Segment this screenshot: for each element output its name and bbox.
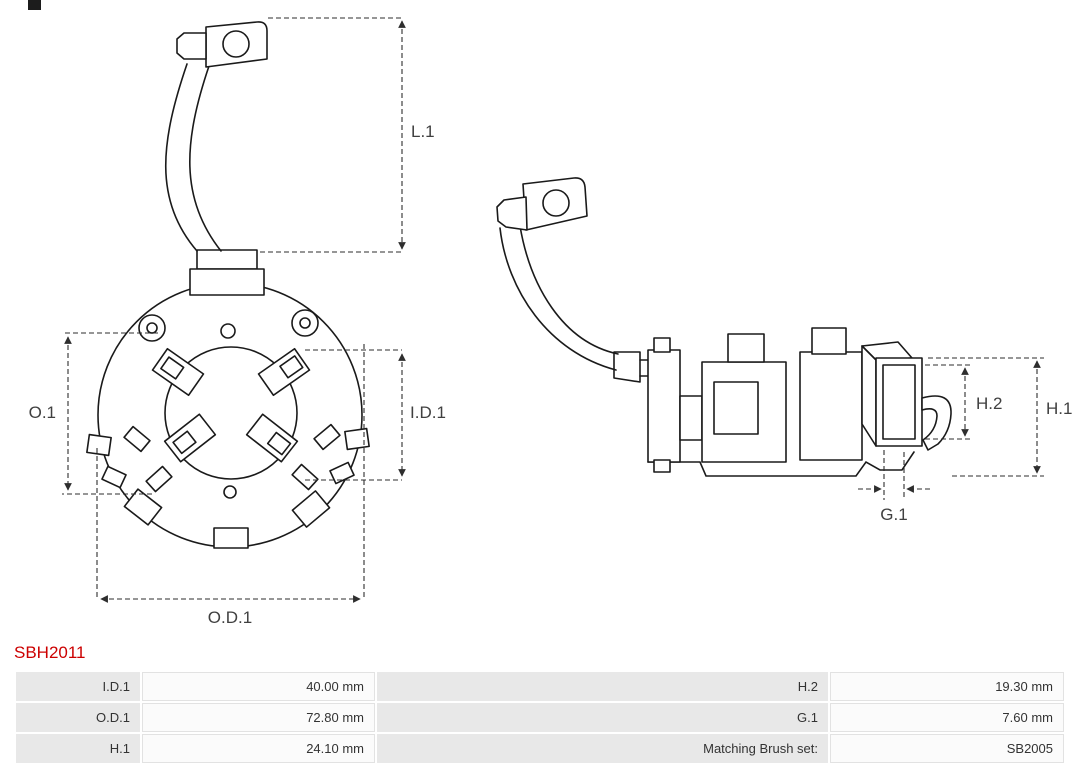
technical-drawings: L.1 O.1 I.D.1 O.D.1 <box>29 17 1072 627</box>
spec-row: I.D.1 40.00 mm H.2 19.30 mm <box>16 672 1064 701</box>
wire-end-block <box>613 351 641 383</box>
top-hole <box>220 323 236 339</box>
side-view-drawing <box>496 177 952 477</box>
corner-mark <box>28 0 41 10</box>
brush-holder-diagram: L.1 O.1 I.D.1 O.D.1 <box>29 17 1072 627</box>
bottom-hole <box>223 485 237 499</box>
lead-block <box>189 249 265 296</box>
lead-wire-side <box>499 225 619 371</box>
spec-value-cell: 40.00 mm <box>142 672 375 701</box>
terminal-hole-side <box>542 189 570 217</box>
side-view-dimensions: H.2 H.1 G.1 <box>858 357 1072 524</box>
spec-value-cell: 19.30 mm <box>830 672 1064 701</box>
connector-bar <box>679 395 703 441</box>
holder-a <box>701 333 787 463</box>
terminal-hole <box>222 30 250 58</box>
brush-box-nw <box>151 347 205 397</box>
dim-label-g1: G.1 <box>880 505 907 524</box>
spec-label-cell: Matching Brush set: <box>377 734 828 763</box>
spec-label-cell: O.D.1 <box>16 703 140 732</box>
brush-box-ne <box>257 347 311 397</box>
dim-label-h1: H.1 <box>1046 399 1072 418</box>
terminal-lug <box>176 21 268 68</box>
carbon-brush <box>861 341 923 447</box>
spec-row: O.D.1 72.80 mm G.1 7.60 mm <box>16 703 1064 732</box>
dim-label-l1: L.1 <box>411 122 435 141</box>
dim-label-o1: O.1 <box>29 403 56 422</box>
holder-b <box>799 327 863 461</box>
retainer-hook <box>921 395 952 451</box>
spec-value-cell: 72.80 mm <box>142 703 375 732</box>
brush-box-se <box>245 413 299 463</box>
spec-value-cell: 24.10 mm <box>142 734 375 763</box>
brush-box-sw <box>163 413 217 463</box>
spec-row: H.1 24.10 mm Matching Brush set: SB2005 <box>16 734 1064 763</box>
dim-label-id1: I.D.1 <box>410 403 446 422</box>
terminal-lug-side <box>496 177 588 231</box>
spec-label-cell: I.D.1 <box>16 672 140 701</box>
mounting-bracket <box>647 337 681 473</box>
spec-label-cell: H.1 <box>16 734 140 763</box>
dim-label-od1: O.D.1 <box>208 608 252 627</box>
part-number: SBH2011 <box>14 643 86 662</box>
front-view-dimensions: L.1 O.1 I.D.1 O.D.1 <box>29 17 446 627</box>
lead-wire <box>165 63 222 252</box>
spec-value-cell: SB2005 <box>830 734 1064 763</box>
spec-label-cell: G.1 <box>377 703 828 732</box>
body-base-profile <box>647 451 915 477</box>
front-view-drawing <box>86 21 370 549</box>
spec-label-cell: H.2 <box>377 672 828 701</box>
dim-label-h2: H.2 <box>976 394 1002 413</box>
spec-table: I.D.1 40.00 mm H.2 19.30 mm O.D.1 72.80 … <box>14 670 1066 765</box>
spec-value-cell: 7.60 mm <box>830 703 1064 732</box>
brush-holder-plate <box>86 282 370 549</box>
